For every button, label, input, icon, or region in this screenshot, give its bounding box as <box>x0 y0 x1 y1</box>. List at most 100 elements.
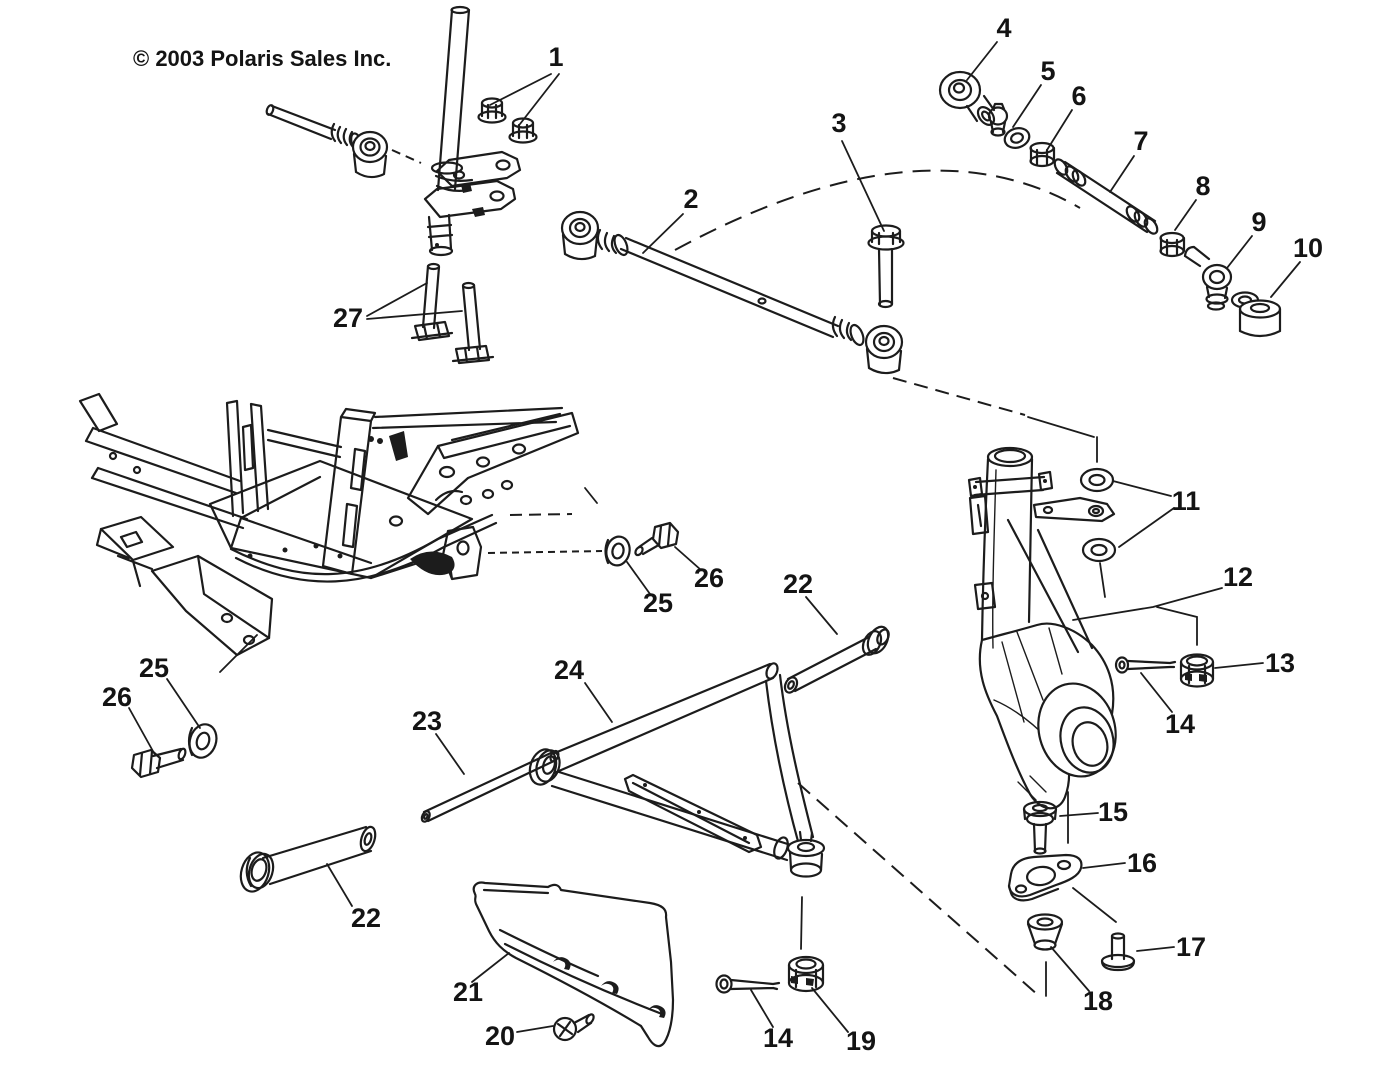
leader-line <box>1109 155 1135 193</box>
callout-6: 6 <box>1071 81 1086 111</box>
callout-21: 21 <box>453 977 483 1007</box>
callout-12: 12 <box>1223 562 1253 592</box>
lock-nuts-1-drawing <box>477 97 538 144</box>
leader-lines <box>128 41 1301 1033</box>
jam-nut-6-drawing <box>1029 141 1056 168</box>
leader-line <box>1156 606 1198 646</box>
cotter-pin-14-upper-drawing <box>1114 656 1177 674</box>
shield-21-drawing <box>472 881 675 1048</box>
callout-19: 19 <box>846 1026 876 1056</box>
bushing-10-drawing <box>1230 291 1282 338</box>
dash-lines <box>391 149 1081 996</box>
leader-line <box>1027 416 1095 438</box>
leader-line <box>1136 946 1175 952</box>
leader-line <box>841 140 885 232</box>
callout-13: 13 <box>1265 648 1295 678</box>
sleeve-22-lower-drawing <box>239 825 377 893</box>
dash-line <box>487 550 603 554</box>
callout-5: 5 <box>1040 56 1055 86</box>
leader-line <box>519 73 560 125</box>
bolts-27-drawing <box>410 262 495 365</box>
leader-line <box>1226 235 1253 269</box>
knuckle-12-drawing <box>967 446 1117 810</box>
nut-19-drawing <box>787 955 825 993</box>
bumper-cone-18-drawing <box>1026 913 1064 951</box>
leader-line <box>435 733 465 775</box>
leader-line <box>219 634 258 673</box>
copyright-text: © 2003 Polaris Sales Inc. <box>133 46 391 71</box>
callout-27: 27 <box>333 303 363 333</box>
callout-14: 14 <box>763 1023 793 1053</box>
leader-line <box>1050 946 1090 992</box>
leader-line <box>805 596 838 635</box>
leader-line <box>366 282 428 317</box>
cotter-pin-14-lower-drawing <box>715 974 781 994</box>
a-arm-24-drawing <box>528 662 826 878</box>
rod-23-drawing <box>420 749 560 823</box>
bolt-15-drawing <box>1022 800 1058 855</box>
frame-drawing <box>78 392 580 657</box>
leader-line <box>1012 84 1042 128</box>
callout-14: 14 <box>1165 709 1195 739</box>
bolt-26-mid-drawing <box>634 521 680 557</box>
leader-line <box>1072 887 1117 923</box>
callout-18: 18 <box>1083 986 1113 1016</box>
callout-1: 1 <box>548 42 563 72</box>
castle-nut-13-drawing <box>1179 653 1215 688</box>
leader-line <box>584 682 613 723</box>
leader-line <box>1072 587 1223 621</box>
bolt-26-left-drawing <box>130 747 187 779</box>
callout-20: 20 <box>485 1021 515 1051</box>
callout-25: 25 <box>139 653 169 683</box>
steering-post-drawing <box>423 5 522 257</box>
callout-9: 9 <box>1251 207 1266 237</box>
leader-line <box>800 896 803 950</box>
callout-25: 25 <box>643 588 673 618</box>
callout-8: 8 <box>1195 171 1210 201</box>
callout-26: 26 <box>102 682 132 712</box>
callout-22: 22 <box>351 903 381 933</box>
callout-22: 22 <box>783 569 813 599</box>
ball-stud-5-drawing <box>987 102 1031 149</box>
callout-17: 17 <box>1176 932 1206 962</box>
callout-4: 4 <box>996 13 1011 43</box>
plate-16-drawing <box>1007 853 1083 902</box>
leader-line <box>516 1025 554 1033</box>
leader-line <box>966 41 998 81</box>
dash-line <box>674 169 1081 251</box>
callout-26: 26 <box>694 563 724 593</box>
pin-17-drawing <box>1100 932 1136 972</box>
leader-line <box>166 678 201 729</box>
leader-line <box>750 989 774 1028</box>
leader-line <box>326 863 353 907</box>
jam-nut-8-drawing <box>1159 231 1186 258</box>
leader-line <box>1099 562 1106 598</box>
leader-line <box>1174 199 1197 231</box>
callout-3: 3 <box>831 108 846 138</box>
leader-line <box>471 952 510 983</box>
dash-line <box>391 149 422 164</box>
leader-line <box>1046 109 1073 151</box>
callout-labels: 1234567891011121314151617181914202122222… <box>102 13 1323 1056</box>
washer-25-left-drawing <box>187 723 218 759</box>
leader-line <box>642 213 684 254</box>
leader-line <box>366 310 463 320</box>
leader-line <box>584 487 598 504</box>
callout-2: 2 <box>683 184 698 214</box>
adjuster-rod-7-drawing <box>1053 158 1159 235</box>
callout-16: 16 <box>1127 848 1157 878</box>
washer-25-mid-drawing <box>604 535 631 567</box>
leader-line <box>1118 507 1175 548</box>
callout-7: 7 <box>1133 126 1148 156</box>
leader-line <box>1270 261 1301 298</box>
bolt-3-drawing <box>867 224 905 309</box>
leader-line <box>1082 862 1126 869</box>
dash-line <box>892 377 1026 416</box>
leader-line <box>128 707 155 754</box>
tie-rod-end-left-drawing <box>265 104 389 179</box>
leader-line <box>1214 662 1264 669</box>
leader-line <box>1059 812 1099 817</box>
leader-line <box>1140 672 1173 713</box>
